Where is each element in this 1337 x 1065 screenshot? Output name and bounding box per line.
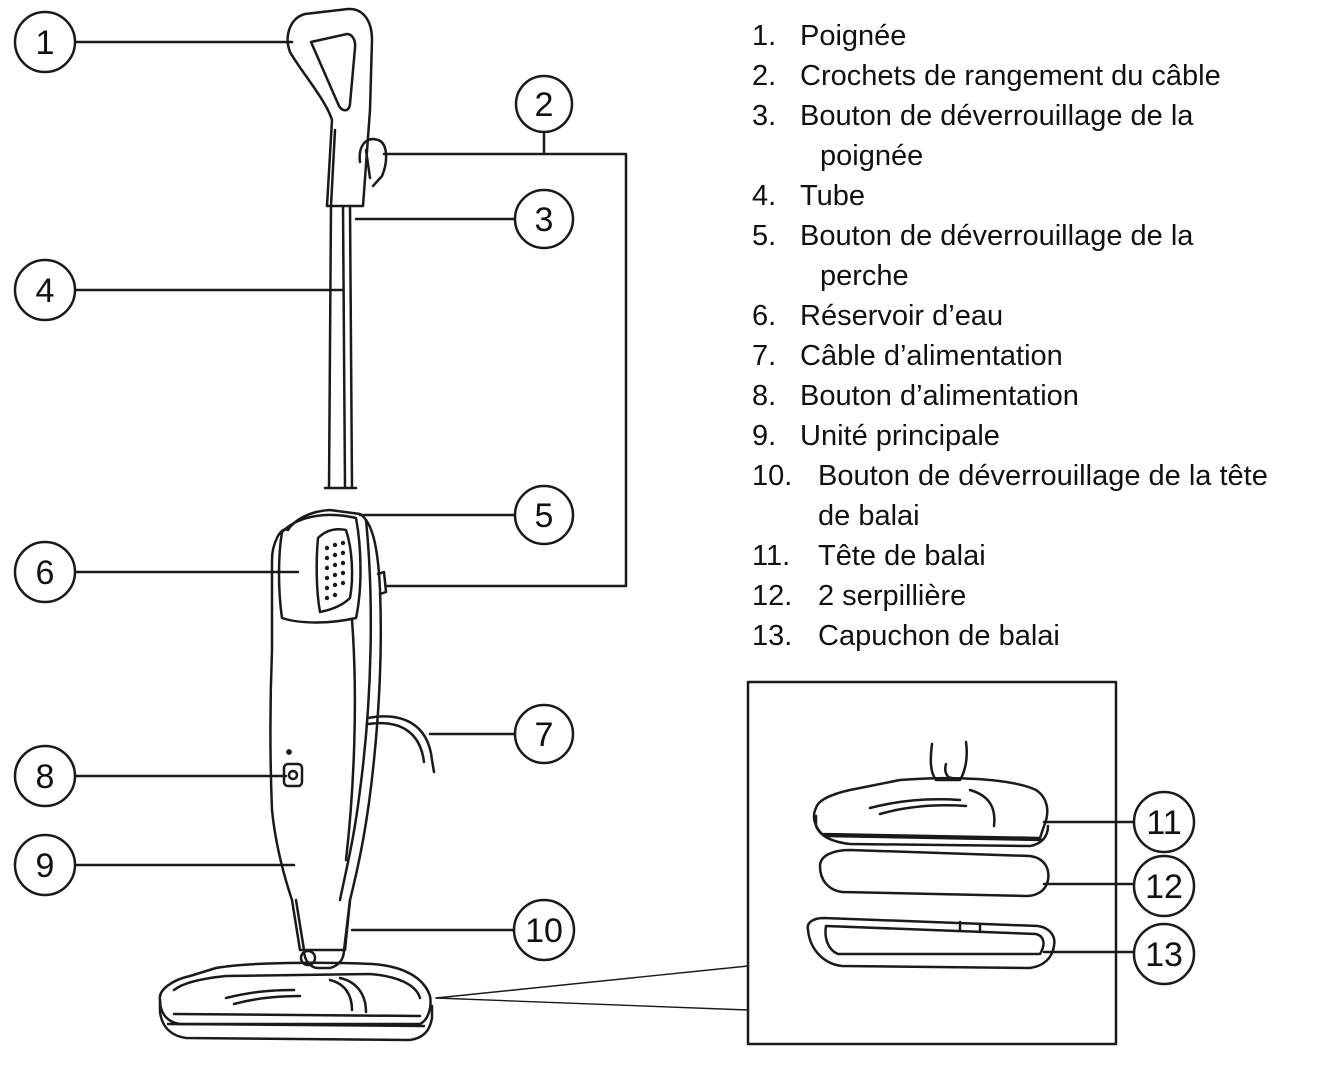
callout-number-8: 8 bbox=[36, 758, 55, 796]
legend-item-label: Bouton de déverrouillage de la bbox=[800, 100, 1193, 132]
legend-item-number: 1. bbox=[752, 16, 800, 56]
legend-item-label: Câble d’alimentation bbox=[800, 340, 1063, 372]
legend-item-label: 2 serpillière bbox=[818, 580, 966, 612]
legend-item-number: 8. bbox=[752, 376, 800, 416]
legend-item-label: Poignée bbox=[800, 20, 906, 52]
legend-item: 9.Unité principale bbox=[752, 416, 1268, 456]
legend-item-label: Réservoir d’eau bbox=[800, 300, 1003, 332]
callout-number-7: 7 bbox=[535, 716, 554, 754]
callout-number-1: 1 bbox=[36, 24, 55, 62]
legend-item: 12.2 serpillière bbox=[752, 576, 1268, 616]
legend-item-label: Bouton de déverrouillage de la tête bbox=[818, 460, 1268, 492]
legend-item-label: Unité principale bbox=[800, 420, 1000, 452]
callout-number-9: 9 bbox=[36, 847, 55, 885]
legend-item: 8.Bouton d’alimentation bbox=[752, 376, 1268, 416]
legend-item-number: 2. bbox=[752, 56, 800, 96]
callout-number-5: 5 bbox=[535, 497, 554, 535]
steam-mop-illustration bbox=[160, 9, 434, 1040]
legend-item-number: 10. bbox=[752, 456, 818, 496]
legend-item: 2.Crochets de rangement du câble bbox=[752, 56, 1268, 96]
legend-item-number: 7. bbox=[752, 336, 800, 376]
inset-pad-shape bbox=[820, 850, 1048, 896]
callout-number-2: 2 bbox=[535, 86, 554, 124]
legend-item-number: 9. bbox=[752, 416, 800, 456]
legend-item-label: Bouton de déverrouillage de la bbox=[800, 220, 1193, 252]
legend-item-number: 13. bbox=[752, 616, 818, 656]
callout-number-4: 4 bbox=[36, 272, 55, 310]
cable-hook-top bbox=[360, 139, 386, 186]
callout-number-13: 13 bbox=[1145, 936, 1183, 974]
legend-item-label: Tube bbox=[800, 180, 865, 212]
legend-item: 1.Poignée bbox=[752, 16, 1268, 56]
legend-item-number: 4. bbox=[752, 176, 800, 216]
legend-item: 5.Bouton de déverrouillage de la perche bbox=[752, 216, 1268, 296]
legend-item-continuation: perche bbox=[752, 256, 1268, 296]
legend-item-label: Bouton d’alimentation bbox=[800, 380, 1079, 412]
legend-item: 7.Câble d’alimentation bbox=[752, 336, 1268, 376]
callout-number-3: 3 bbox=[535, 201, 554, 239]
legend-item: 13.Capuchon de balai bbox=[752, 616, 1268, 656]
tank-grip-dots bbox=[325, 541, 345, 600]
parts-legend: 1.Poignée 2.Crochets de rangement du câb… bbox=[752, 16, 1268, 656]
main-body-shape bbox=[271, 510, 381, 950]
legend-item-number: 3. bbox=[752, 96, 800, 136]
legend-item-label: Crochets de rangement du câble bbox=[800, 60, 1221, 92]
callout-number-10: 10 bbox=[525, 912, 563, 950]
inset-mop-head-shape bbox=[814, 778, 1047, 838]
legend-item: 11.Tête de balai bbox=[752, 536, 1268, 576]
legend-item-label: Capuchon de balai bbox=[818, 620, 1060, 652]
callout-number-12: 12 bbox=[1145, 868, 1183, 906]
legend-item-number: 11. bbox=[752, 536, 818, 576]
legend-item-continuation: poignée bbox=[752, 136, 1268, 176]
legend-item: 10.Bouton de déverrouillage de la tête de… bbox=[752, 456, 1268, 536]
legend-item-number: 5. bbox=[752, 216, 800, 256]
legend-item: 3.Bouton de déverrouillage de la poignée bbox=[752, 96, 1268, 176]
legend-item: 4.Tube bbox=[752, 176, 1268, 216]
callout-number-6: 6 bbox=[36, 554, 55, 592]
legend-item: 6.Réservoir d’eau bbox=[752, 296, 1268, 336]
legend-item-label: Tête de balai bbox=[818, 540, 986, 572]
swivel-joint-shape bbox=[296, 900, 350, 968]
tube-shape bbox=[329, 206, 331, 488]
legend-item-continuation: de balai bbox=[752, 496, 1268, 536]
legend-item-number: 6. bbox=[752, 296, 800, 336]
callout-number-11: 11 bbox=[1146, 804, 1181, 842]
legend-item-number: 12. bbox=[752, 576, 818, 616]
